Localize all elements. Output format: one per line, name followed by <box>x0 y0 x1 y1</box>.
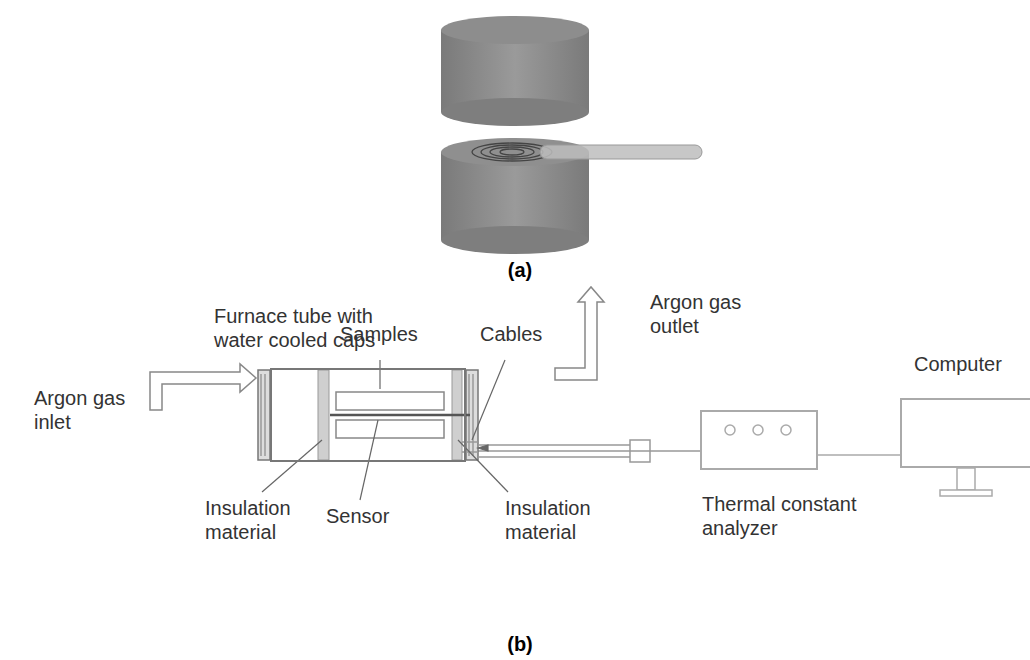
cable-connector <box>466 450 700 452</box>
node-label: Thermal constant analyzer <box>702 492 892 540</box>
part-label: Samples <box>340 322 440 346</box>
cable-coupling <box>630 440 650 462</box>
part-label: Cables <box>480 322 560 346</box>
part-label: Sensor <box>326 504 406 528</box>
knob <box>753 425 763 435</box>
analyzer-box: Thermal constant analyzer <box>700 410 818 470</box>
argon-outlet-arrow <box>555 287 604 380</box>
part-label: Insulation material <box>205 496 315 544</box>
part-label: Insulation material <box>505 496 615 544</box>
water-cooled-caps <box>258 370 478 460</box>
panel-label: (b) <box>500 632 540 656</box>
argon-inlet-arrow <box>150 364 256 410</box>
computer-box: Computer <box>900 398 1030 468</box>
knob <box>781 425 791 435</box>
cable-connector <box>818 454 900 456</box>
leader-lines <box>262 360 508 500</box>
furnace-tube: Furnace tube with water cooled caps <box>270 368 466 462</box>
node-label: Computer <box>914 352 1024 376</box>
computer-stand <box>940 468 992 496</box>
sensor-strip <box>330 414 470 417</box>
top-cylinder <box>441 16 589 126</box>
part-label: Argon gas inlet <box>34 386 144 434</box>
analyzer-knobs <box>702 412 816 468</box>
part-label: Argon gas outlet <box>650 290 760 338</box>
knob <box>725 425 735 435</box>
cable-pipe <box>478 445 630 457</box>
sensor-probe <box>540 145 702 159</box>
panel-label: (a) <box>500 258 540 282</box>
